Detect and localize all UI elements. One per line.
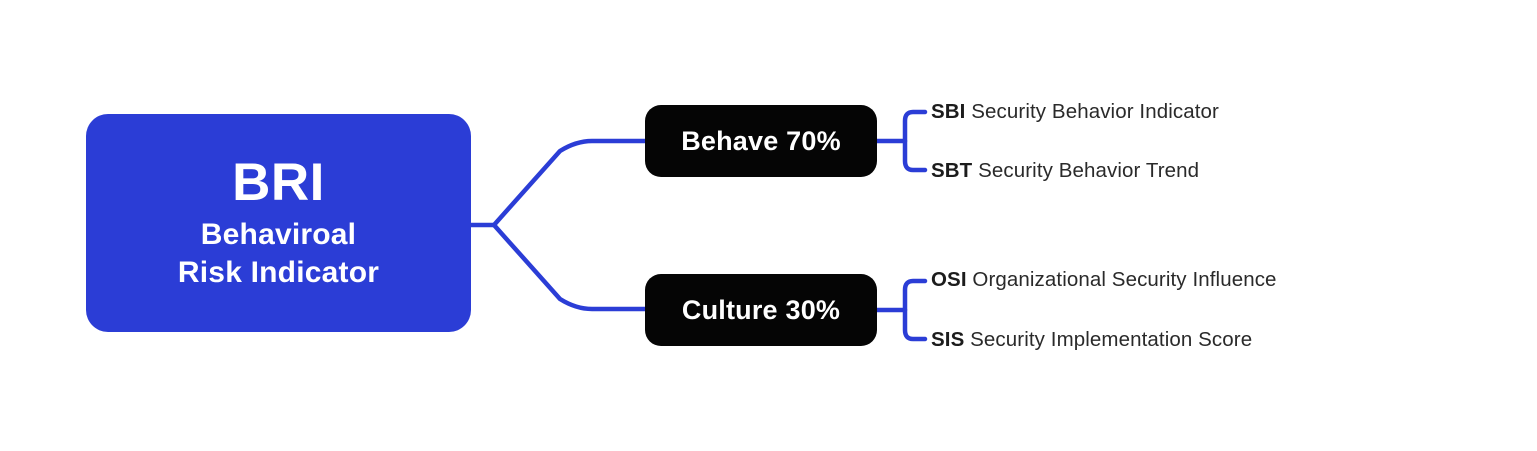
root-node-bri[interactable]: BRI Behaviroal Risk Indicator: [86, 114, 471, 332]
leaf-desc-sis-text: Security Implementation Score: [970, 328, 1253, 351]
branch-node-culture-label: Culture 30%: [681, 294, 841, 325]
connector-root-to-behave: [491, 138, 648, 228]
leaf-item-sis[interactable]: SIS Security Implementation Score: [931, 328, 1253, 351]
root-node-line-1: Behaviroal: [200, 218, 357, 252]
leaf-abbr-sis: SIS: [931, 328, 965, 351]
leaf-item-osi[interactable]: OSI Organizational Security Influence: [931, 268, 1277, 291]
leaf-abbr-sbt: SBT: [931, 159, 973, 182]
leaf-abbr-sbi: SBI: [931, 100, 966, 123]
leaf-item-sbi[interactable]: SBI Security Behavior Indicator: [931, 100, 1219, 123]
connector-behave-bracket: [902, 109, 928, 173]
branch-node-culture[interactable]: Culture 30%: [645, 274, 877, 346]
leaf-item-sbt[interactable]: SBT Security Behavior Trend: [931, 159, 1200, 182]
connector-culture-bracket: [902, 278, 928, 342]
branch-node-behave[interactable]: Behave 70%: [645, 105, 877, 177]
root-node-abbr: BRI: [232, 152, 325, 212]
root-node-line-2: Risk Indicator: [177, 255, 380, 289]
leaf-desc-osi-text: Organizational Security Influence: [972, 268, 1277, 291]
branch-node-behave-label: Behave 70%: [681, 125, 841, 156]
connector-root-to-culture: [491, 222, 648, 312]
leaf-desc-sbi-text: Security Behavior Indicator: [971, 100, 1219, 123]
leaf-desc-sbt-text: Security Behavior Trend: [978, 159, 1200, 182]
leaf-abbr-osi: OSI: [931, 268, 967, 291]
